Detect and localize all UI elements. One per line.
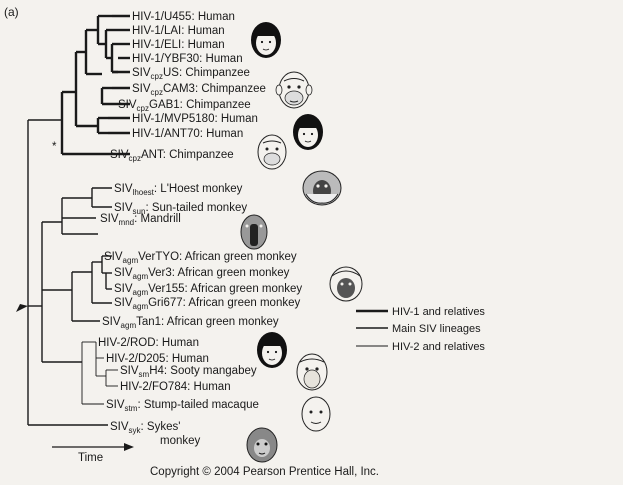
tip-label-t14: SIVagmVerTYO: African green monkey bbox=[104, 251, 297, 265]
time-arrowhead-icon bbox=[124, 443, 134, 451]
chimpanzee-face-icon bbox=[257, 134, 287, 170]
node-marker: * bbox=[52, 141, 57, 153]
root-arrow-icon bbox=[16, 304, 28, 312]
tip-label-t8: HIV-1/MVP5180: Human bbox=[132, 113, 258, 125]
human-face-icon bbox=[251, 22, 281, 58]
mandrill-face-icon bbox=[240, 214, 268, 250]
african-green-monkey-face-icon bbox=[329, 266, 363, 302]
tip-label-t19: HIV-2/ROD: Human bbox=[98, 337, 199, 349]
tip-label-t17: SIVagmGri677: African green monkey bbox=[114, 297, 300, 311]
tip-label-t4: HIV-1/YBF30: Human bbox=[132, 53, 243, 65]
tip-label-t20: HIV-2/D205: Human bbox=[106, 353, 209, 365]
legend-label-hiv1: HIV-1 and relatives bbox=[392, 306, 485, 318]
tip-label-t16: SIVagmVer155: African green monkey bbox=[114, 283, 302, 297]
macaque-face-icon bbox=[301, 396, 331, 432]
tip-label-t1: HIV-1/U455: Human bbox=[132, 11, 235, 23]
tip-label-t3: HIV-1/ELI: Human bbox=[132, 39, 225, 51]
legend: HIV-1 and relatives Main SIV lineages HI… bbox=[356, 306, 485, 353]
copyright-text: Copyright © 2004 Pearson Prentice Hall, … bbox=[150, 466, 379, 478]
tip-label-t11: SIVlhoest: L'Hoest monkey bbox=[114, 183, 243, 197]
human-face-icon bbox=[293, 114, 323, 150]
tip-label-t12: SIVsun: Sun-tailed monkey bbox=[114, 202, 247, 216]
legend-label-hiv2: HIV-2 and relatives bbox=[392, 341, 485, 353]
tip-label-t5: SIVcpzUS: Chimpanzee bbox=[132, 67, 250, 81]
tip-label-t23: SIVstm: Stump-tailed macaque bbox=[106, 399, 259, 413]
tip-label-t6: SIVcpzCAM3: Chimpanzee bbox=[132, 83, 266, 97]
tip-label-t2: HIV-1/LAI: Human bbox=[132, 25, 225, 37]
sooty-mangabey-face-icon bbox=[296, 353, 328, 391]
hiv1-clade-branches bbox=[60, 14, 130, 156]
sykes-monkey-face-icon bbox=[246, 427, 278, 463]
tip-label-t21: SIVsmH4: Sooty mangabey bbox=[120, 365, 257, 379]
tip-label-t13: SIVmnd: Mandrill bbox=[100, 213, 181, 227]
monkey-face-icon bbox=[302, 170, 342, 206]
tip-label-t24: SIVsyk: Sykes' bbox=[110, 421, 180, 435]
panel-label: (a) bbox=[4, 5, 19, 19]
tip-label-t24-line2: monkey bbox=[160, 435, 201, 447]
siv-clade-branches bbox=[27, 119, 112, 426]
tip-label-t18: SIVagmTan1: African green monkey bbox=[102, 316, 279, 330]
human-face-icon bbox=[257, 332, 287, 368]
tip-label-t15: SIVagmVer3: African green monkey bbox=[114, 267, 290, 281]
hiv2-clade-branches bbox=[81, 341, 118, 405]
tip-label-t22: HIV-2/FO784: Human bbox=[120, 381, 231, 393]
tip-label-t10: SIVcpzANT: Chimpanzee bbox=[110, 149, 234, 163]
time-label: Time bbox=[78, 452, 103, 464]
legend-label-siv: Main SIV lineages bbox=[392, 323, 481, 335]
tip-label-t9: HIV-1/ANT70: Human bbox=[132, 128, 243, 140]
tip-label-t7: SIVcpzGAB1: Chimpanzee bbox=[118, 99, 251, 113]
chimpanzee-face-icon bbox=[275, 71, 313, 109]
time-axis: Time bbox=[52, 443, 134, 464]
